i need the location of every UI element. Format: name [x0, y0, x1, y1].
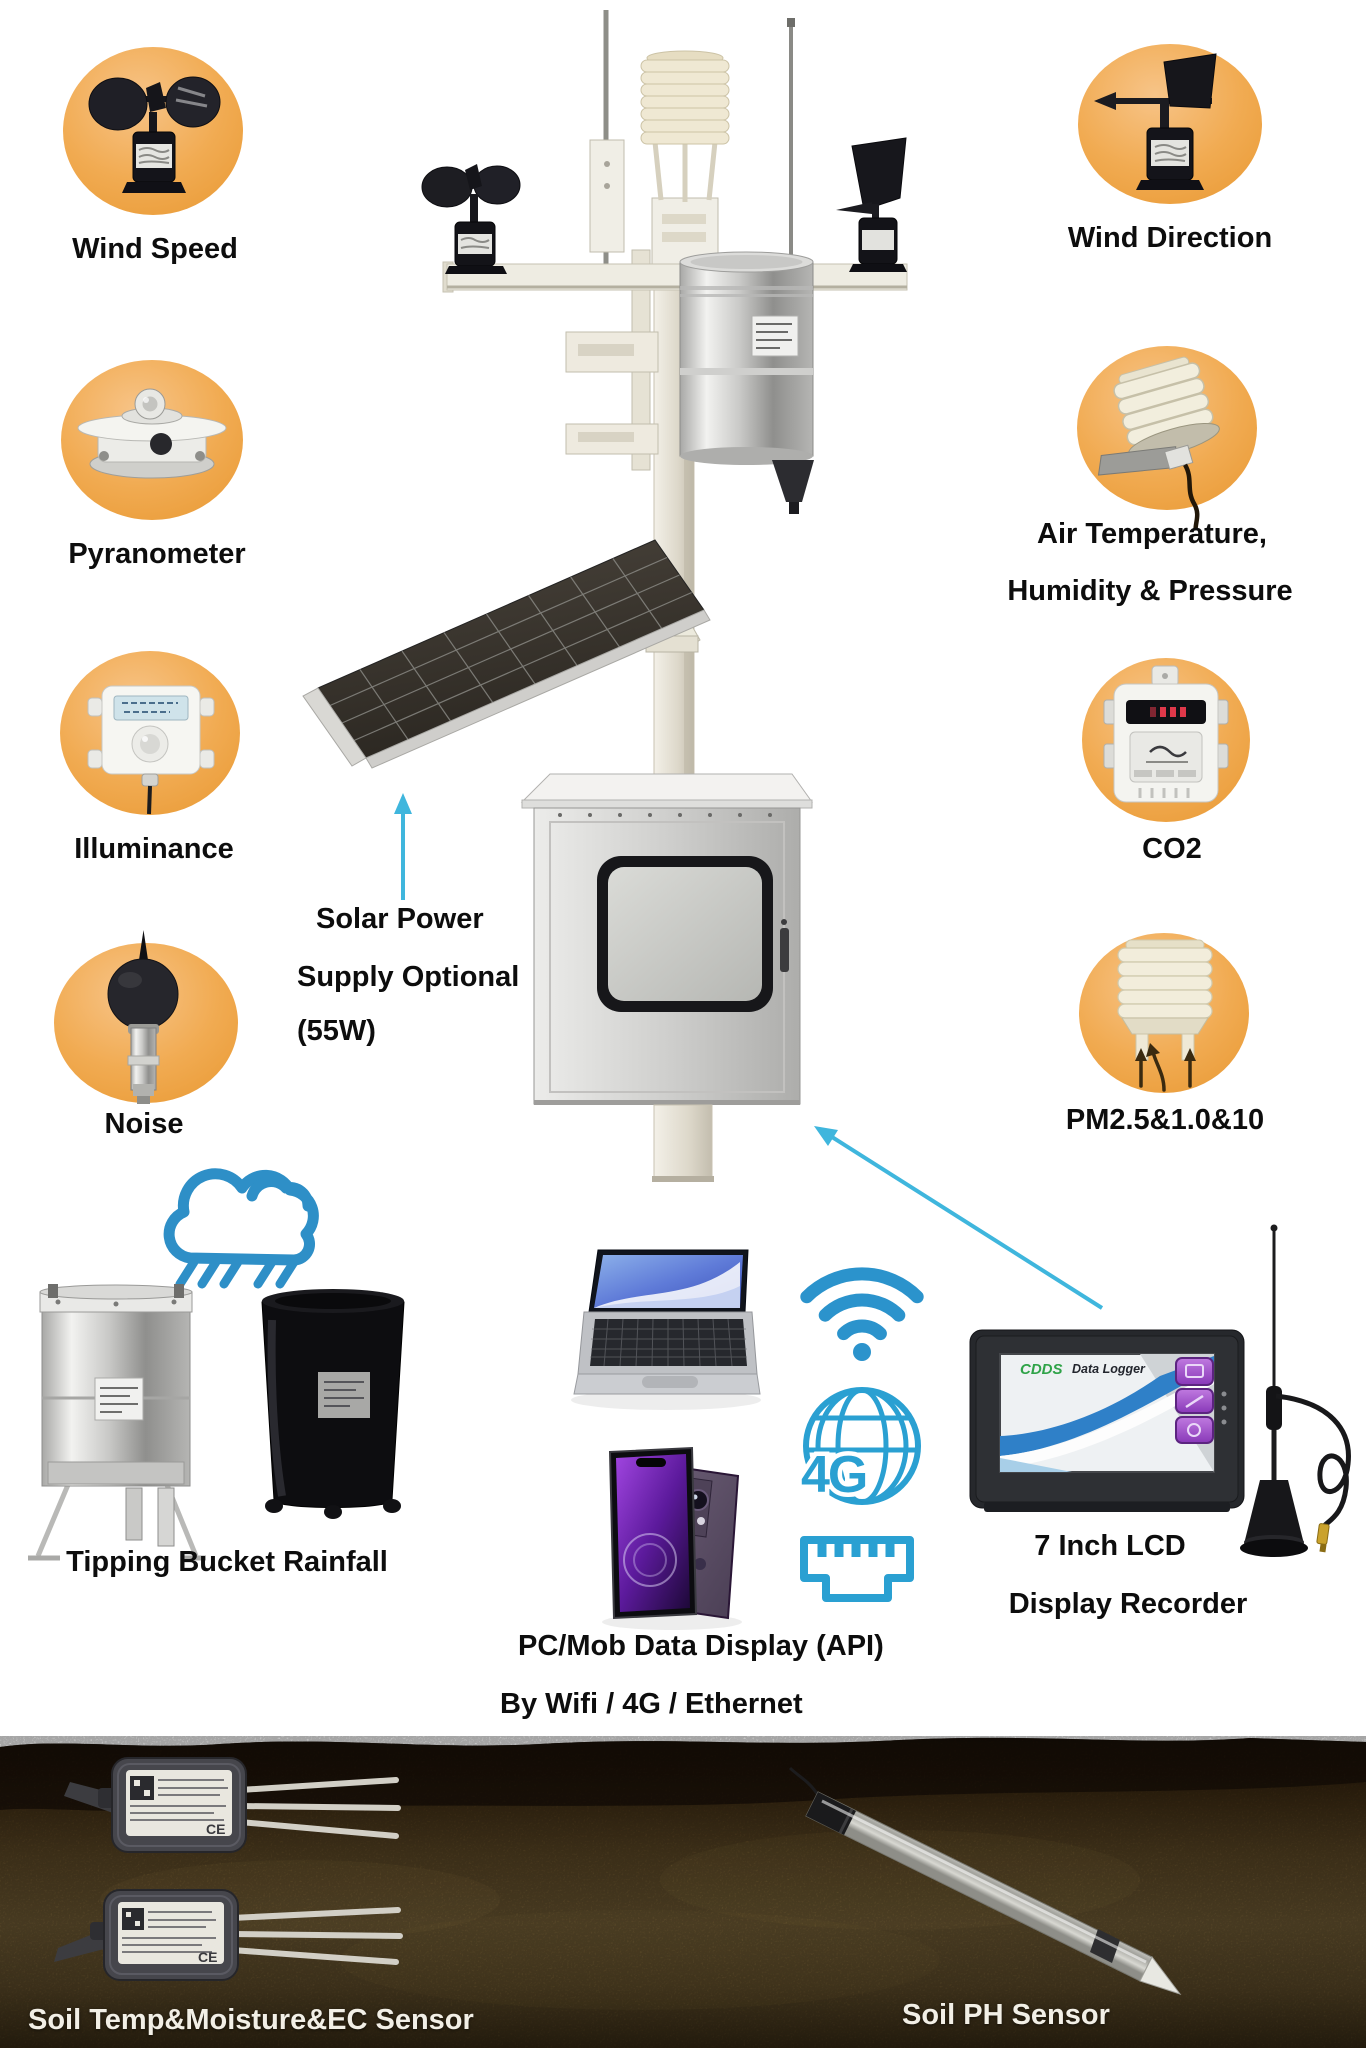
illuminance-sensor-icon — [87, 685, 215, 815]
sensor-circle-wind-speed — [63, 47, 243, 215]
station-anemometer — [421, 164, 521, 274]
label-solar-note-line3: (55W) — [297, 1015, 376, 1047]
lcd-screen-title: Data Logger — [1072, 1362, 1146, 1376]
laptop-illustration — [571, 1249, 761, 1410]
label-soil-temp-moisture-ec: Soil Temp&Moisture&EC Sensor — [28, 2004, 474, 2036]
phone-illustration — [602, 1446, 742, 1630]
antenna-with-suction-base — [1240, 1224, 1351, 1557]
arrow-to-control-box — [814, 1126, 1104, 1310]
label-soil-ph: Soil PH Sensor — [902, 1999, 1110, 2031]
louvered-shield-sensor-icon — [1097, 356, 1220, 531]
label-pm: PM2.5&1.0&10 — [1065, 1104, 1265, 1136]
label-wind-speed: Wind Speed — [72, 233, 238, 265]
ethernet-port-icon — [800, 1536, 914, 1602]
sensor-circle-air-temp — [1077, 346, 1257, 531]
sensor-circle-illuminance — [60, 651, 240, 815]
steel-rain-gauge — [28, 1284, 206, 1561]
box-latch — [780, 928, 789, 972]
lcd-display-recorder: CDDS Data Logger — [969, 1329, 1245, 1512]
sensor-circle-wind-direction — [1078, 44, 1262, 204]
control-box — [520, 773, 813, 1105]
arrow-to-solar-panel — [394, 793, 412, 900]
label-lcd-line1: 7 Inch LCD — [1034, 1530, 1186, 1562]
sensor-circle-pyranometer — [61, 360, 243, 520]
label-humidity-pressure: Humidity & Pressure — [1007, 575, 1293, 607]
label-lcd-line2: Display Recorder — [1008, 1588, 1248, 1620]
wifi-icon — [800, 1267, 924, 1361]
station-rain-gauge-cylinder — [679, 251, 814, 514]
solar-panel — [302, 539, 711, 769]
label-tipping-bucket: Tipping Bucket Rainfall — [66, 1546, 388, 1578]
soil-sensor-1: CE — [64, 1757, 401, 1853]
label-air-temperature: Air Temperature, — [1037, 518, 1267, 550]
label-pyranometer: Pyranometer — [68, 538, 246, 570]
wind-vane-icon — [1094, 53, 1217, 190]
co2-sensor-icon — [1103, 665, 1229, 803]
weather-station-illustration — [302, 10, 908, 1182]
label-co2: CO2 — [1142, 833, 1202, 865]
rain-cloud-icon — [163, 1168, 319, 1289]
label-data-display-line1: PC/Mob Data Display (API) — [518, 1630, 884, 1662]
label-illuminance: Illuminance — [74, 833, 234, 865]
soil-ph-probe — [788, 1766, 1182, 1995]
anemometer-icon — [88, 76, 221, 193]
label-wind-direction: Wind Direction — [1067, 222, 1273, 254]
soil-cross-section: CE CE — [0, 1736, 1366, 2048]
ce-mark: CE — [198, 1949, 217, 1965]
station-wind-vane — [836, 137, 907, 272]
label-data-display-line2: By Wifi / 4G / Ethernet — [500, 1688, 803, 1720]
4g-text: 4G — [801, 1446, 866, 1504]
noise-sensor-icon — [107, 930, 179, 1104]
soil-sensor-2: CE — [54, 1889, 403, 1981]
sensor-circle-pm — [1079, 933, 1249, 1093]
label-noise: Noise — [104, 1108, 184, 1140]
sensor-circle-noise — [54, 930, 238, 1104]
sensor-circle-co2 — [1082, 658, 1250, 822]
label-solar-note-line2: Supply Optional — [297, 961, 520, 993]
lcd-brand-text: CDDS — [1020, 1361, 1063, 1378]
ce-mark: CE — [206, 1821, 225, 1837]
pyranometer-icon — [77, 388, 227, 479]
station-radiation-shield — [640, 50, 730, 202]
4g-globe-icon: 4G — [797, 1387, 921, 1509]
label-solar-note-line1: Solar Power — [316, 903, 484, 935]
pm-sensor-icon — [1117, 939, 1213, 1092]
black-rain-gauge — [261, 1289, 405, 1519]
